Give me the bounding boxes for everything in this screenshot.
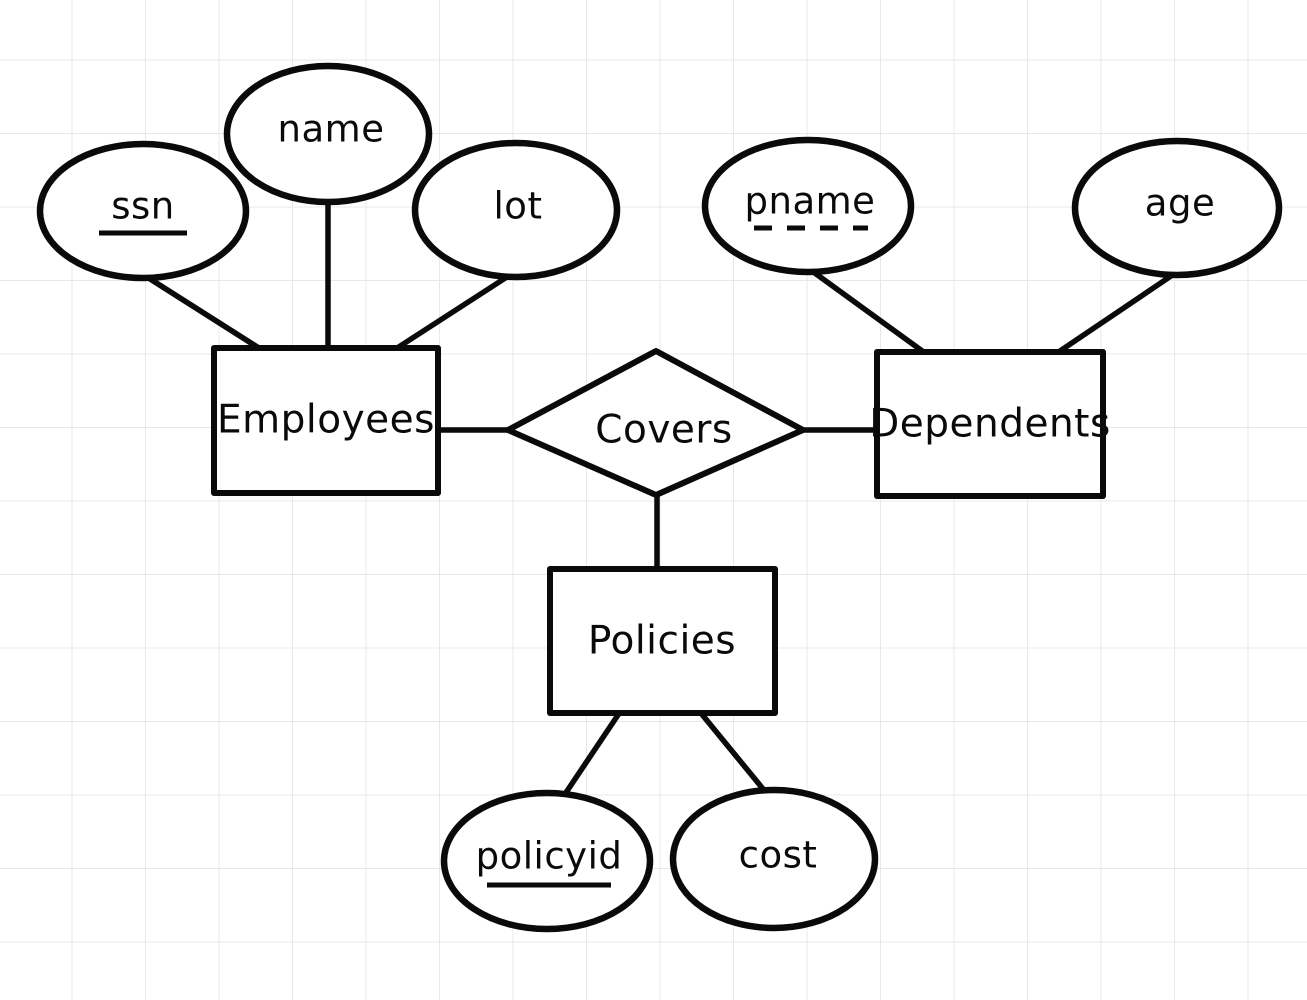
edge-pname-dependents <box>810 268 927 356</box>
attribute-lot[interactable]: lot <box>411 139 621 281</box>
attribute-label-pname: pname <box>745 180 876 223</box>
attribute-ellipse-ssn[interactable] <box>36 140 250 282</box>
relationship-diamond-covers[interactable] <box>505 348 806 498</box>
attribute-ssn[interactable]: ssn <box>36 140 250 282</box>
attribute-pname[interactable]: pname <box>701 136 915 276</box>
attribute-label-name: name <box>278 108 385 151</box>
attribute-ellipse-lot[interactable] <box>411 139 621 281</box>
edge-lot-employees <box>392 272 512 353</box>
entity-employees[interactable]: Employees <box>211 345 441 496</box>
attribute-cost[interactable]: cost <box>669 786 879 932</box>
entity-box-policies[interactable] <box>547 566 778 716</box>
attribute-name[interactable]: name <box>223 62 433 206</box>
attribute-label-policyid: policyid <box>476 835 623 878</box>
attribute-label-ssn: ssn <box>111 185 175 228</box>
entity-box-dependents[interactable] <box>874 349 1106 499</box>
relationship-covers[interactable]: Covers <box>505 348 806 498</box>
entity-policies[interactable]: Policies <box>547 566 778 716</box>
attribute-ellipse-pname[interactable] <box>701 136 915 276</box>
attribute-age[interactable]: age <box>1071 137 1283 279</box>
edge-ssn-employees <box>145 274 264 353</box>
relationship-label-covers: Covers <box>595 408 733 453</box>
edge-age-dependents <box>1055 271 1176 356</box>
attribute-ellipse-policyid[interactable] <box>440 789 654 933</box>
entity-label-policies: Policies <box>588 619 736 664</box>
attribute-label-cost: cost <box>739 834 818 877</box>
entity-label-employees: Employees <box>217 398 435 443</box>
attribute-ellipse-age[interactable] <box>1071 137 1283 279</box>
attribute-policyid[interactable]: policyid <box>440 789 654 933</box>
attribute-ellipse-name[interactable] <box>223 62 433 206</box>
entity-box-employees[interactable] <box>211 345 441 496</box>
edge-policies-policyid <box>560 710 623 799</box>
attribute-label-age: age <box>1145 182 1215 225</box>
entity-dependents[interactable]: Dependents <box>869 349 1111 499</box>
entity-label-dependents: Dependents <box>869 402 1111 447</box>
edge-policies-cost <box>697 710 771 797</box>
attribute-ellipse-cost[interactable] <box>669 786 879 932</box>
attribute-label-lot: lot <box>494 185 543 228</box>
connection-edges <box>145 202 1176 799</box>
